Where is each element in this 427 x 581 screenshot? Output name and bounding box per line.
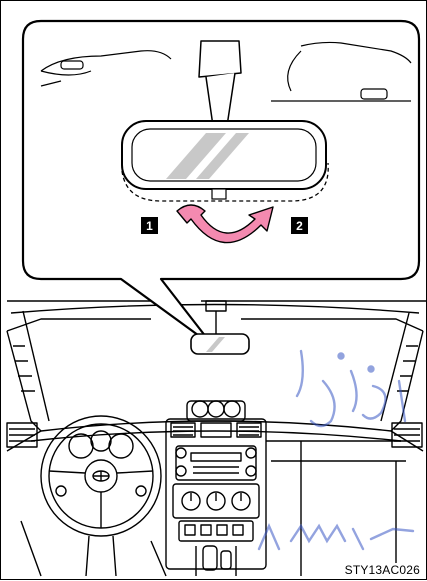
cabin-mirror [191,334,249,354]
position-badge-1: 1 [141,217,158,234]
watermark-logo [259,351,413,549]
svg-text:1: 1 [146,219,153,233]
svg-text:2: 2 [296,219,303,233]
position-badge-2: 2 [291,217,308,234]
mirror-body [122,121,328,201]
callout-bubble: 1 2 [23,21,419,346]
figure-code: STY13AC026 [343,563,422,577]
